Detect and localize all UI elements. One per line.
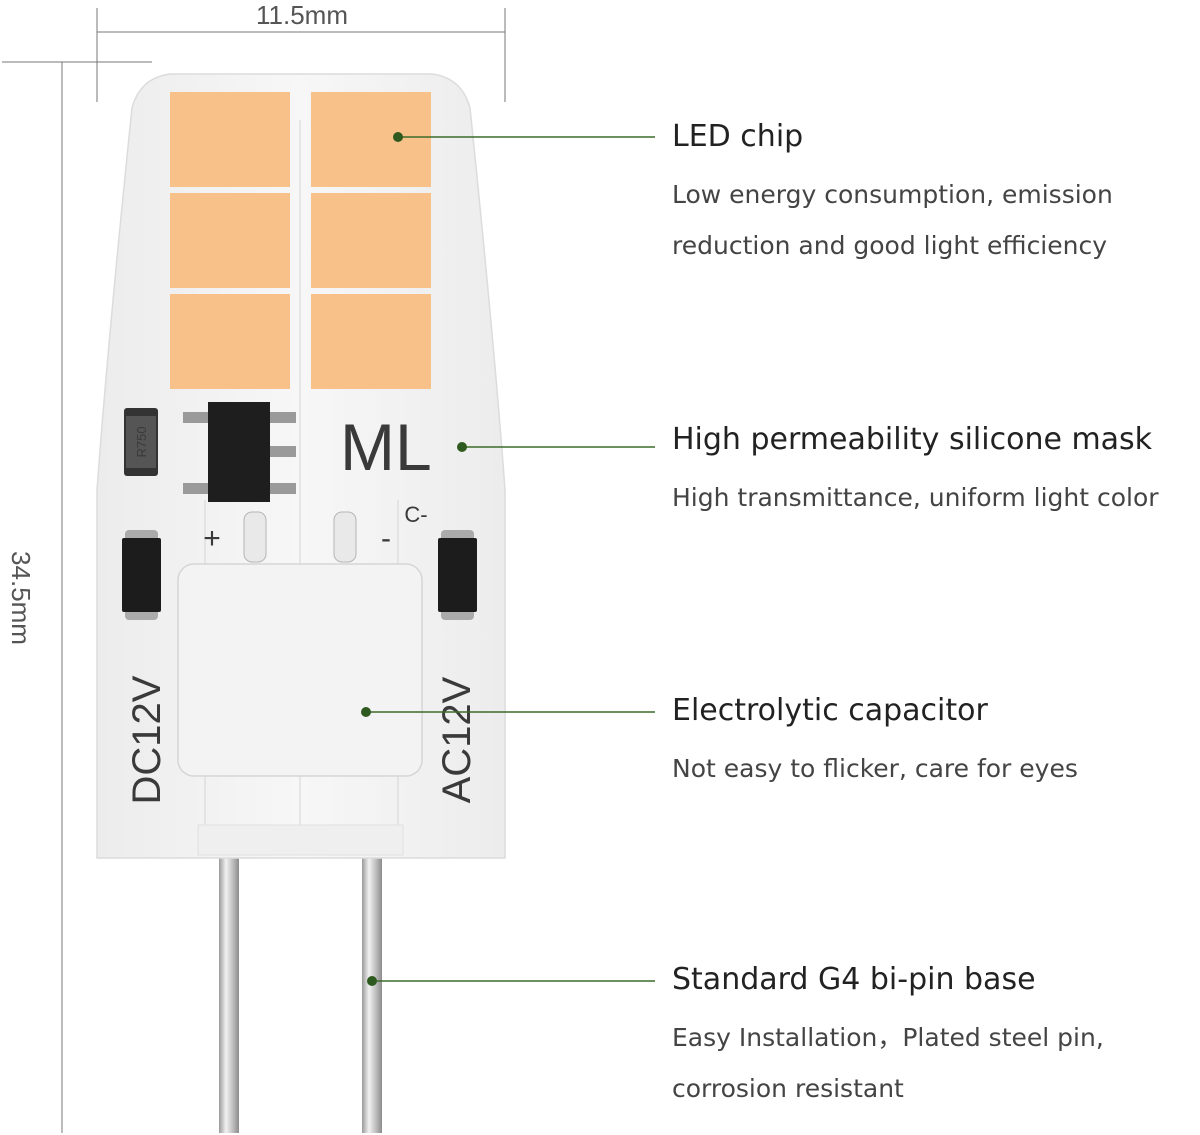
feature-title: LED chip [672,119,804,154]
led-chip [170,92,290,187]
led-chip [311,92,431,187]
resistor: R750 [124,408,158,476]
feature-description: Easy Installation，Plated steel pin, corr… [672,1012,1200,1114]
feature-description-line: Not easy to flicker, care for eyes [672,754,1078,783]
height-dimension: 34.5mm [2,61,152,1133]
feature-title: Electrolytic capacitor [672,693,988,728]
bi-pin-base [219,848,382,1133]
brand-mark: ML [340,410,432,484]
callout-dot [457,442,467,452]
ac-voltage-label: AC12V [435,676,479,803]
capacitor-terminals [243,511,357,563]
feature-capacitor: Electrolytic capacitor Not easy to flick… [672,691,1200,794]
feature-description-line: High transmittance, uniform light color [672,483,1159,512]
led-chip [170,193,290,288]
feature-pin-base: Standard G4 bi-pin base Easy Installatio… [672,960,1200,1114]
diode-left [122,530,161,620]
c-minus-label: C- [404,502,427,527]
height-dimension-label: 34.5mm [6,551,36,645]
pin-left [219,848,239,1133]
callout-silicone-mask [457,442,655,452]
feature-description-line: Easy Installation，Plated steel pin, [672,1023,1104,1052]
feature-description-line: corrosion resistant [672,1074,904,1103]
callout-led-chip [393,132,655,142]
feature-description-line: Low energy consumption, emission [672,180,1113,209]
led-chip [170,294,290,389]
feature-description-line: reduction and good light efficiency [672,231,1108,260]
feature-description: Not easy to flicker, care for eyes [672,743,1200,794]
width-dimension-label: 11.5mm [256,0,348,30]
feature-description: Low energy consumption, emission reducti… [672,169,1200,271]
callout-capacitor [361,707,655,717]
feature-title: High permeability silicone mask [672,422,1153,457]
feature-silicone-mask: High permeability silicone mask High tra… [672,420,1200,523]
driver-ic [183,402,296,502]
feature-led-chip: LED chip Low energy consumption, emissio… [672,117,1200,271]
plus-label: + [203,522,221,555]
led-chip-array [170,92,431,389]
callout-dot [367,976,377,986]
feature-title: Standard G4 bi-pin base [672,962,1036,997]
callout-pin-base [367,976,655,986]
led-chip [311,193,431,288]
minus-label: - [381,522,391,555]
callout-dot [361,707,371,717]
resistor-code: R750 [134,426,149,457]
feature-description: High transmittance, uniform light color [672,472,1200,523]
dc-voltage-label: DC12V [125,675,169,804]
diode-right [438,530,477,620]
led-chip [311,294,431,389]
callout-dot [393,132,403,142]
pin-right [362,848,382,1133]
electrolytic-capacitor [177,563,423,777]
width-dimension: 11.5mm [96,0,506,102]
